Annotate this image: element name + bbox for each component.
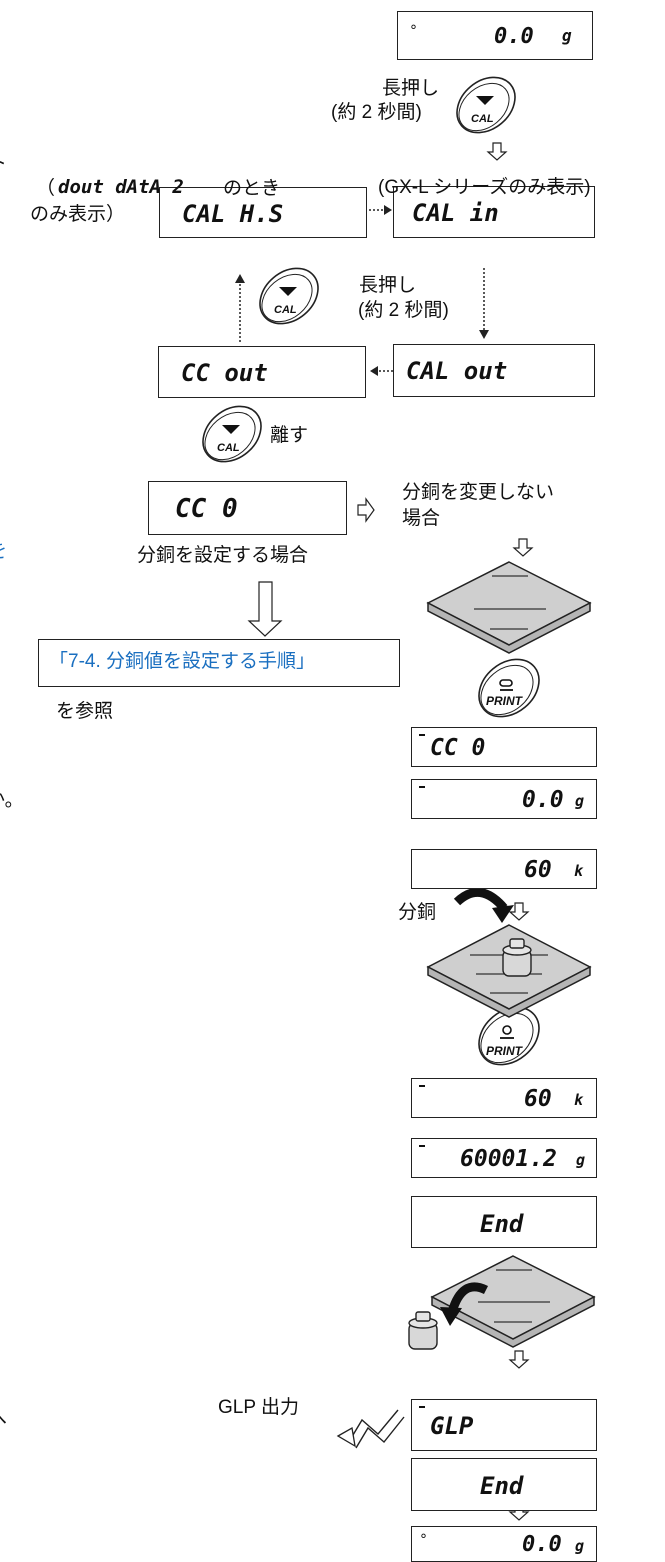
cut-off-text: ト <box>0 152 7 174</box>
display-initial: ° 0.0 g <box>397 11 593 60</box>
display-cal-his: CAL H.S <box>159 187 367 238</box>
no-change-label-line2: 場合 <box>402 507 441 529</box>
display-value: 60 <box>524 857 552 883</box>
display-cal-in: CAL in <box>393 186 595 238</box>
cal-button-icon <box>259 267 319 325</box>
display-unit: g <box>575 792 585 810</box>
display-right-end: End <box>411 1196 597 1248</box>
display-unit: g <box>575 1537 585 1555</box>
cut-off-text: へ <box>0 1407 7 1429</box>
display-value: 60 <box>524 1086 552 1112</box>
weight-label: 分銅 <box>398 901 437 923</box>
weighing-pan-with-weight-icon <box>426 888 592 1018</box>
display-text: CC 0 <box>430 735 486 761</box>
display-text: GLP <box>430 1412 474 1440</box>
cut-off-text: か。 <box>0 789 24 811</box>
display-text: CAL in <box>412 199 499 227</box>
display-cc-0: CC 0 <box>148 481 347 535</box>
display-right-cc-0: CC 0 <box>411 727 597 767</box>
flow-arrow-down <box>513 538 533 557</box>
flow-arrow-down <box>509 1350 529 1369</box>
gxl-only-note: (GX-L シリーズのみ表示) <box>378 177 591 198</box>
duration-label: (約 2 秒間) <box>331 102 422 123</box>
long-press-label: 長押し <box>359 274 417 296</box>
display-right-final-zero: ° 0.0 g <box>411 1526 597 1562</box>
print-button[interactable]: PRINT <box>486 1040 530 1059</box>
display-cal-out: CAL out <box>393 344 595 397</box>
reference-box[interactable]: 「7-4. 分銅値を設定する手順」 <box>38 639 400 687</box>
dout-condition-code: dout dAtA 2 <box>58 176 184 198</box>
stable-mark-icon <box>419 1145 425 1147</box>
flow-arrow-right <box>357 497 375 523</box>
weighing-pan-icon <box>426 561 592 654</box>
display-right-60-second: 60 k <box>411 1078 597 1118</box>
display-value: 0.0 <box>522 1532 562 1557</box>
display-value: 0.0 <box>494 24 534 49</box>
flow-arrow-down <box>487 142 507 161</box>
print-button-label: PRINT <box>486 694 522 708</box>
stable-mark-icon <box>419 1406 425 1408</box>
display-right-calibrated-value: 60001.2 g <box>411 1138 597 1178</box>
duration-label: (約 2 秒間) <box>358 300 449 321</box>
dout-condition-line2: のみ表示） <box>30 203 126 225</box>
display-text: CAL out <box>406 357 508 385</box>
no-change-label-line1: 分銅を変更しない <box>402 481 555 503</box>
flow-arrow-to-reference <box>247 581 283 637</box>
release-label: 離す <box>270 424 309 446</box>
weighing-pan-removed-weight-icon <box>408 1255 596 1350</box>
cal-button-label: CAL <box>217 442 240 454</box>
cal-button-icon <box>456 76 516 134</box>
print-button-icon <box>478 658 540 718</box>
glp-output-arrow-icon <box>336 1409 405 1449</box>
cal-button[interactable]: CAL <box>471 107 503 126</box>
display-unit: g <box>562 26 572 45</box>
stable-mark-icon <box>419 1085 425 1087</box>
stable-mark-icon <box>419 786 425 788</box>
print-button-label: PRINT <box>486 1044 522 1058</box>
display-text: CAL H.S <box>182 200 284 228</box>
cal-button-label: CAL <box>471 113 494 125</box>
display-text: CC 0 <box>175 494 238 524</box>
cut-off-text: を <box>0 540 7 562</box>
dout-condition-prefix: （ <box>36 177 56 199</box>
display-value: 60001.2 <box>460 1146 557 1172</box>
display-cc-out: CC out <box>158 346 366 398</box>
see-reference-label: を参照 <box>56 700 114 722</box>
display-right-end-final: End <box>411 1458 597 1511</box>
display-unit: g <box>576 1151 586 1169</box>
print-button[interactable]: PRINT <box>486 690 530 709</box>
display-text: CC out <box>181 359 268 387</box>
reference-link[interactable]: 「7-4. 分銅値を設定する手順」 <box>49 651 316 672</box>
cal-button-icon <box>202 405 262 463</box>
dout-condition-suffix: のとき <box>223 177 281 199</box>
cal-button-label: CAL <box>274 304 297 316</box>
cal-button[interactable]: CAL <box>217 436 249 455</box>
glp-output-label: GLP 出力 <box>218 1397 299 1418</box>
display-text: End <box>480 1210 524 1238</box>
display-right-zero: 0.0 g <box>411 779 597 819</box>
display-text: End <box>480 1472 524 1500</box>
display-right-60-first: 60 k <box>411 849 597 889</box>
cut-off-text: 。 <box>0 109 11 131</box>
display-value: 0.0 <box>522 787 564 813</box>
display-right-glp: GLP <box>411 1399 597 1451</box>
stable-mark-icon: ° <box>410 23 417 39</box>
cal-button[interactable]: CAL <box>274 298 306 317</box>
set-weight-label: 分銅を設定する場合 <box>137 544 309 566</box>
display-unit: k <box>574 1091 584 1109</box>
stable-mark-icon: ° <box>420 1532 427 1548</box>
long-press-label: 長押し <box>382 77 440 99</box>
display-unit: k <box>574 862 584 880</box>
print-button-icon <box>478 1006 540 1066</box>
stable-mark-icon <box>419 734 425 736</box>
